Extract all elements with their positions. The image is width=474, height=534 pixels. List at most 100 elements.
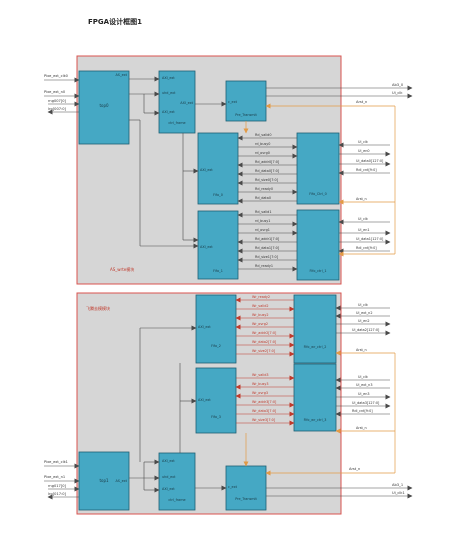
page-title: FPGA设计框图1 [88, 18, 142, 26]
bus-signal-label: Wr_valid2 [252, 304, 269, 308]
bus-signal-label: Rd_data1[7:0] [255, 246, 280, 250]
bottom-ctrl-frame-label: ctrl_frame [168, 498, 185, 502]
top-fifo-0-block [197, 132, 239, 205]
right-signal-label: Ui_en2 [358, 319, 370, 323]
bottom-fifo-ctrl-3-block [293, 363, 337, 432]
bus-signal-label: Rd_data0[7:0] [255, 169, 280, 173]
top-main-block [78, 70, 130, 145]
right-signal-label: Ui_clk [358, 375, 368, 379]
top-fifo-1-port: AXI_ext [200, 245, 213, 249]
bottom-pre-transmit-port: c_ext [228, 485, 238, 489]
top-fifo-ctrl-0-label: Fifo_Ctrl_0 [309, 192, 327, 196]
bottom-bus-a: Wr_ready2 Wr_valid2 Wr_busy2 Wr_ovrg2 Wr… [235, 295, 295, 357]
bottom-fifo-3-label: Fifo_3 [211, 415, 221, 419]
bottom-fifo-3-port: AXI_ext [198, 398, 211, 402]
bus-signal-label: Wr_valid3 [252, 373, 269, 377]
bus-signal-label: Wr_busy2 [252, 313, 269, 317]
top-ctrl-frame-block [158, 70, 196, 134]
bottom-input-label: lrp[017:0] [48, 492, 67, 496]
top-fifo-1-label: Fifo_1 [213, 269, 223, 273]
right-signal-label: Ui_data1[127:0] [356, 237, 384, 241]
top-right-signals-b: Ui_clk Ui_en1 Ui_data1[127:0] Rdi_cnt[9:… [338, 217, 395, 257]
bottom-external-inputs: Pixe_ext_clk1 Pixe_ext_n1 rng017[0] lrp[… [44, 460, 80, 500]
bottom-fifo-ctrl-2-label: Fifo_wr_ctrl_2 [304, 345, 327, 349]
bottom-right-signals-a: Ui_clk Ui_ext_n2 Ui_en2 Ui_data2[127:0] … [335, 303, 395, 356]
bottom-output-label: Ui_clk1 [392, 491, 405, 495]
bus-signal-label: Rd_valid1 [255, 210, 271, 214]
top-main-block-port: AS_ext [115, 73, 127, 77]
top-pre-transmit-label: Pre_Transmit [235, 113, 257, 117]
bus-signal-label: rd_busy1 [255, 219, 270, 223]
top-output-label: Ui_clk [392, 91, 403, 95]
top-ctrl-frame-port: AXI_ext [162, 110, 175, 114]
bus-signal-label: Wr_addr3[7:0] [252, 400, 277, 404]
right-signal-label: Ui_ext_n2 [356, 311, 372, 315]
bottom-input-label: rng017[0] [48, 484, 67, 488]
right-signal-label: Ui_clk [358, 140, 368, 144]
bus-signal-label: Wr_ready2 [252, 295, 270, 299]
top-input-label: Pixe_ext_n0 [44, 90, 66, 94]
bottom-output-label: Arst_n [349, 467, 360, 471]
top-bus-a: Rd_valid0 rd_busy0 rd_ovrg0 Rd_addr0[7:0… [237, 133, 298, 204]
bus-signal-label: Rd_size0[7:0] [255, 178, 279, 182]
bottom-main-block [78, 451, 130, 511]
bus-signal-label: rd_ovrg0 [255, 151, 270, 155]
bottom-bus-b: Wr_valid3 Wr_busy3 Wr_ovrg3 Wr_addr3[7:0… [235, 373, 295, 426]
top-ctrl-frame-label: ctrl_frame [168, 121, 185, 125]
top-ctrl-frame-port: uhd_ext [162, 91, 176, 95]
bus-signal-label: Wr_size2[7:0] [252, 349, 276, 353]
top-main-block-label: top0 [99, 103, 109, 108]
right-signal-label: Rdi_cnt[9:0] [356, 246, 377, 250]
bus-signal-label: Rd_ready1 [255, 264, 273, 268]
right-signal-label: Ui_data2[127:0] [352, 328, 380, 332]
right-signal-label: Arst_n [356, 348, 367, 352]
bus-signal-label: Wr_data2[7:0] [252, 340, 277, 344]
region-bottom-label: 飞腾去模模块 [86, 305, 110, 311]
bus-signal-label: Wr_ovrg2 [252, 322, 268, 326]
top-pre-transmit-port: c_ext [228, 100, 238, 104]
right-signal-label: Arst_n [356, 197, 367, 201]
bottom-input-label: Pixe_ext_n1 [44, 475, 65, 479]
bus-signal-label: Wr_busy3 [252, 382, 269, 386]
bottom-ctrl-frame-port: uhd_ext [162, 475, 176, 479]
top-input-label: Pixe_ext_clk0 [44, 74, 69, 78]
bottom-main-block-label: top1 [99, 478, 109, 483]
right-signal-label: Ui_en1 [358, 228, 370, 232]
right-signal-label: Ui_en0 [358, 149, 370, 153]
right-signal-label: Ui_ext_n3 [356, 383, 372, 387]
top-right-signals-a: Ui_clk Ui_en0 Ui_data0[127:0] Rdi_cnt[9:… [338, 140, 395, 205]
bottom-fifo-2-block [195, 294, 237, 364]
bus-signal-label: Rd_data0 [255, 196, 271, 200]
bottom-pre-transmit-label: Pre_Transmit [235, 497, 257, 501]
bottom-input-label: Pixe_ext_clk1 [44, 460, 68, 464]
bus-signal-label: Rd_addr1[7:0] [255, 237, 280, 241]
top-fifo-0-label: Fifo_0 [213, 193, 223, 197]
top-ctrl-frame-port: AXI_ext [162, 76, 175, 80]
bottom-fifo-ctrl-3-label: Fifo_wr_ctrl_3 [304, 418, 327, 422]
bus-signal-label: Rd_valid0 [255, 133, 271, 137]
bottom-fifo-3-block [195, 367, 237, 434]
top-pre-transmit-block [225, 80, 267, 122]
right-signal-label: Ui_data0[127:0] [356, 159, 384, 163]
bus-signal-label: Rd_addr0[7:0] [255, 160, 280, 164]
bus-signal-label: rd_busy0 [255, 142, 270, 146]
bottom-fifo-2-label: Fifo_2 [211, 344, 221, 348]
top-input-label: rng007[0] [48, 99, 67, 103]
bottom-ctrl-frame-port: AXI_ext [162, 459, 175, 463]
top-external-inputs: Pixe_ext_clk0 Pixe_ext_n0 rng007[0] lrp[… [44, 74, 80, 115]
top-fifo-ctrl-1-block [296, 209, 340, 281]
bottom-ctrl-frame-port: AXI_ext [162, 487, 175, 491]
right-signal-label: Ui_data3[127:0] [352, 401, 380, 405]
bottom-output-label: Ab3_1 [392, 483, 403, 487]
bottom-fifo-ctrl-2-block [293, 294, 337, 364]
bus-signal-label: Wr_data3[7:0] [252, 409, 277, 413]
region-top-label: AS_wrte模块 [110, 266, 134, 272]
right-signal-label: Ui_en3 [358, 392, 370, 396]
bottom-right-signals-b: Ui_clk Ui_ext_n3 Ui_en3 Ui_data3[127:0] … [335, 375, 395, 434]
right-signal-label: Rdi_cnt[9:0] [352, 409, 373, 413]
right-signal-label: Arst_n [356, 426, 367, 430]
top-output-label: Ab3_0 [392, 83, 404, 87]
top-input-label: lrp[007:0] [48, 107, 67, 111]
bus-signal-label: Wr_addr2[7:0] [252, 331, 277, 335]
